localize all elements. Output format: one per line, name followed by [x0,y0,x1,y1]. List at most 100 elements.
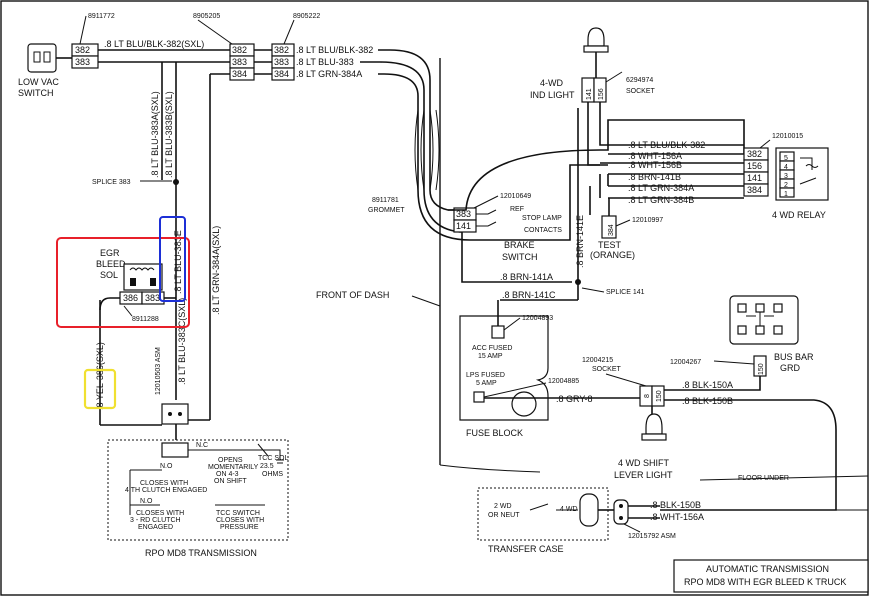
trans-tccsw-1: TCC SWITCH [216,510,260,517]
shift-lever-socket: 12004215 SOCKET 8 150 4 WD SHIFT LEVER L… [582,357,673,480]
relay-int-5: 5 [784,155,788,162]
transmission-label: RPO MD8 TRANSMISSION [145,548,257,558]
title-block: AUTOMATIC TRANSMISSION RPO MD8 WITH EGR … [673,559,869,593]
socket-pin-8: 8 [644,394,651,398]
wire-383a-label: .8 LT BLU-383A(SXL) [150,91,160,178]
fuse-block: 12004893 ACC FUSED 15 AMP LPS FUSED 5 AM… [459,300,640,438]
yellow-highlight-box [83,368,117,410]
low-vac-label-1: LOW VAC [18,77,59,87]
bus-label-1: BUS BAR [774,352,814,362]
relay-int-4: 4 [784,164,788,171]
connector-1-pin-382: 382 [75,45,90,55]
four-wd-relay: 12010015 382 156 141 384 5 4 3 2 1 4 WD … [743,133,829,220]
socket-pin-150: 150 [656,390,663,402]
connector-2-part: 8905205 [193,13,220,20]
test-label-2: (ORANGE) [590,250,635,260]
relay-pin-382: 382 [747,149,762,159]
brake-contacts: CONTACTS [524,227,562,234]
lps-part: 12004885 [548,378,579,385]
brake-ref: REF [510,206,524,213]
relay-label: 4 WD RELAY [772,210,826,220]
relay-int-3: 3 [784,173,788,180]
connector-3-part: 8905222 [293,13,320,20]
four-wd-indicator-light: 141 156 4-WD IND LIGHT 6294974 SOCKET [530,27,744,166]
wire-383-label: .8 LT BLU-383 [296,57,354,67]
wire-brn-141e: .8 BRN-141E [575,215,585,268]
lps-label-2: 5 AMP [476,380,497,387]
egr-pin-383: 383 [145,293,160,303]
tc-sw-label-2: OR NEUT [488,512,520,519]
trans-4th-2: 4 TH CLUTCH ENGAGED [125,487,207,494]
splice-141-label: SPLICE 141 [606,289,645,296]
egr-label-3: SOL [100,270,118,280]
test-pin-384: 384 [608,224,615,236]
relay-wire-384a: .8 LT GRN-384A [628,183,694,193]
trans-4th-1: CLOSES WITH [140,480,188,487]
ind-label-2: IND LIGHT [530,90,575,100]
trans-on-43: ON 4-3 [216,471,239,478]
grommet-label: GROMMET [368,207,405,214]
relay-wire-156a: .8 WHT-156A [628,151,682,161]
wire-384a-label: .8 LT GRN-384A [296,69,362,79]
fuse-block-label: FUSE BLOCK [466,428,523,438]
bus-bar-ground: 150 12004267 BUS BAR GRD [664,295,814,391]
blue-highlight-box [159,216,186,302]
relay-wire-141b: .8 BRN-141B [628,172,681,182]
shift-light-label-1: 4 WD SHIFT [618,458,670,468]
trans-momentarily: MOMENTARILY [208,464,259,471]
bus-bar-body [729,295,799,345]
brake-pin-141: 141 [456,221,471,231]
relay-wire-156b: .8 WHT-156B [628,160,682,170]
grommet-part: 8911781 [372,197,399,204]
egr-connector-part: 8911288 [132,316,159,323]
wire-382-sxl-label: .8 LT BLU/BLK-382(SXL) [104,39,204,49]
relay-wire-384b: .8 LT GRN-384B [628,195,694,205]
transfer-case-label: TRANSFER CASE [488,544,564,554]
connector-3-pin-383: 383 [274,57,289,67]
brake-switch: 12010649 383 141 REF STOP LAMP CONTACTS … [453,108,645,301]
transfer-case: 2 WD OR NEUT 4 WD .8 BLK-150B .8 WHT-156… [477,487,868,554]
relay-part: 12010015 [772,133,803,140]
low-vac-label-2: SWITCH [18,88,54,98]
connector-2-pin-384: 384 [232,69,247,79]
trans-no-1: N.O [160,463,173,470]
egr-bleed-solenoid: EGR BLEED SOL 386 383 8911288 [96,248,176,323]
trans-3rd-2: 3 - RD CLUTCH [130,517,181,524]
relay-int-1: 1 [784,191,788,198]
solenoid-body [123,263,163,291]
relay-int-2: 2 [784,182,788,189]
acc-label-2: 15 AMP [478,353,503,360]
relay-wires: .8 LT BLU/BLK-382 .8 WHT-156A .8 WHT-156… [448,119,745,215]
test-part: 12010997 [632,217,663,224]
trans-tccsw-3: PRESSURE [220,524,259,531]
asm-12010503-label: 12010503 ASM [155,347,162,395]
wire-382-label: .8 LT BLU/BLK-382 [296,45,373,55]
relay-pin-141: 141 [747,173,762,183]
trans-3rd-3: ENGAGED [138,524,173,531]
wire-383b-label: .8 LT BLU-383B(SXL) [164,91,174,178]
wire-383e-label: .8 LT BLU-383E [173,230,183,294]
trans-tccsw-2: CLOSES WITH [216,517,264,524]
tc-wire-156a: .8 WHT-156A [650,512,704,522]
ind-socket: SOCKET [626,88,656,95]
socket-label: SOCKET [592,366,622,373]
acc-label-1: ACC FUSED [472,345,512,352]
connector-1-pin-383: 383 [75,57,90,67]
splice-383-label: SPLICE 383 [92,179,131,186]
lps-label-1: LPS FUSED [466,372,505,379]
test-connector: 384 12010997 TEST (ORANGE) [590,198,663,260]
tcc-solenoid-icon [257,443,284,464]
trans-on-shift: ON SHIFT [214,478,247,485]
brake-switch-part: 12010649 [500,193,531,200]
brake-label-2: SWITCH [502,252,538,262]
egr-label-1: EGR [100,248,120,258]
test-label-1: TEST [598,240,622,250]
switch-contacts-icon [33,51,51,63]
tc-switch-icon [529,503,578,511]
shift-bulb-icon [645,413,663,435]
low-vac-switch: LOW VAC SWITCH [18,43,72,98]
brake-pin-383: 383 [456,209,471,219]
brake-label-1: BRAKE [504,240,535,250]
